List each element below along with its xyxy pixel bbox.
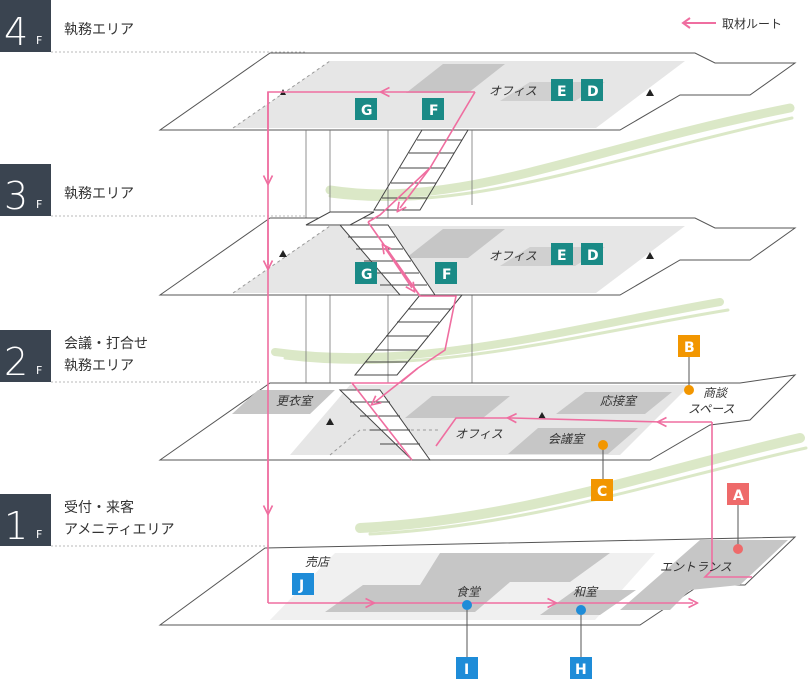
floor-label-1f-line1: 受付・来客: [64, 499, 134, 516]
svg-text:B: B: [684, 340, 695, 356]
room-business-talk-line2: スペース: [688, 402, 735, 416]
decorative-swooshes: [271, 103, 808, 536]
floor-number: 3: [4, 174, 28, 218]
room-locker-2f: 更衣室: [276, 394, 314, 408]
marker-e-3f[interactable]: E: [551, 243, 573, 265]
floor-number: 1: [4, 504, 28, 548]
floor-plate-4f: [158, 52, 797, 131]
marker-j[interactable]: J: [292, 573, 314, 595]
room-cafeteria-1f: 食堂: [456, 585, 482, 599]
floor-label-4f: 執務エリア: [64, 22, 134, 38]
room-office-3f: オフィス: [489, 249, 537, 263]
svg-text:H: H: [575, 662, 587, 678]
svg-text:A: A: [733, 488, 744, 504]
floor-number: 2: [4, 340, 28, 384]
marker-f-4f[interactable]: F: [422, 98, 444, 120]
floor-suffix: F: [36, 528, 42, 541]
floor-badge-2f: 2 F: [0, 330, 51, 384]
marker-b[interactable]: B: [678, 335, 700, 395]
marker-a[interactable]: A: [727, 483, 749, 554]
svg-text:F: F: [442, 267, 452, 283]
floor-label-1f-line2: アメニティエリア: [64, 522, 174, 538]
marker-g-3f[interactable]: G: [355, 262, 377, 284]
floor-plate-1f: [158, 536, 797, 626]
marker-g-4f[interactable]: G: [355, 98, 377, 120]
legend: 取材ルート: [681, 17, 782, 31]
room-office-2f: オフィス: [455, 427, 503, 441]
floor-badge-3f: 3 F: [0, 164, 51, 218]
marker-e-4f[interactable]: E: [551, 79, 573, 101]
svg-text:G: G: [361, 103, 373, 119]
svg-text:D: D: [587, 84, 599, 100]
svg-text:I: I: [464, 662, 469, 678]
floor-label-2f-line2: 執務エリア: [64, 358, 134, 374]
floor-suffix: F: [36, 34, 42, 47]
marker-d-4f[interactable]: D: [581, 79, 603, 101]
marker-c[interactable]: C: [591, 440, 613, 501]
legend-route-label: 取材ルート: [722, 17, 782, 31]
svg-text:D: D: [587, 248, 599, 264]
floor-badge-1f: 1 F: [0, 494, 51, 548]
svg-text:G: G: [361, 267, 373, 283]
floor-suffix: F: [36, 198, 42, 211]
marker-h[interactable]: H: [570, 605, 592, 679]
triangle-markers: [279, 89, 654, 425]
staircase-middle: [305, 211, 436, 296]
svg-text:E: E: [557, 248, 567, 264]
room-japanese-room-1f: 和室: [573, 585, 599, 599]
room-office-4f: オフィス: [489, 84, 537, 98]
floor-plate-3f: [158, 217, 797, 296]
svg-text:J: J: [298, 578, 304, 594]
room-meeting-2f: 会議室: [548, 432, 586, 446]
floor-number: 4: [4, 10, 28, 54]
staircase-lower: [353, 294, 464, 376]
room-entrance-1f: エントランス: [660, 560, 732, 574]
room-reception-2f: 応接室: [600, 394, 638, 408]
floor-label-3f: 執務エリア: [64, 186, 134, 202]
room-shop-1f: 売店: [305, 555, 331, 569]
marker-d-3f[interactable]: D: [581, 243, 603, 265]
svg-text:F: F: [429, 103, 439, 119]
floor-badge-4f: 4 F: [0, 0, 51, 54]
svg-text:E: E: [557, 84, 567, 100]
floor-suffix: F: [36, 364, 42, 377]
floor-label-2f-line1: 会議・打合せ: [64, 335, 148, 352]
svg-text:C: C: [597, 484, 607, 500]
room-business-talk-line1: 商談: [703, 386, 729, 400]
route-path: [268, 92, 752, 603]
marker-f-3f[interactable]: F: [435, 262, 457, 284]
marker-i[interactable]: I: [456, 600, 478, 679]
